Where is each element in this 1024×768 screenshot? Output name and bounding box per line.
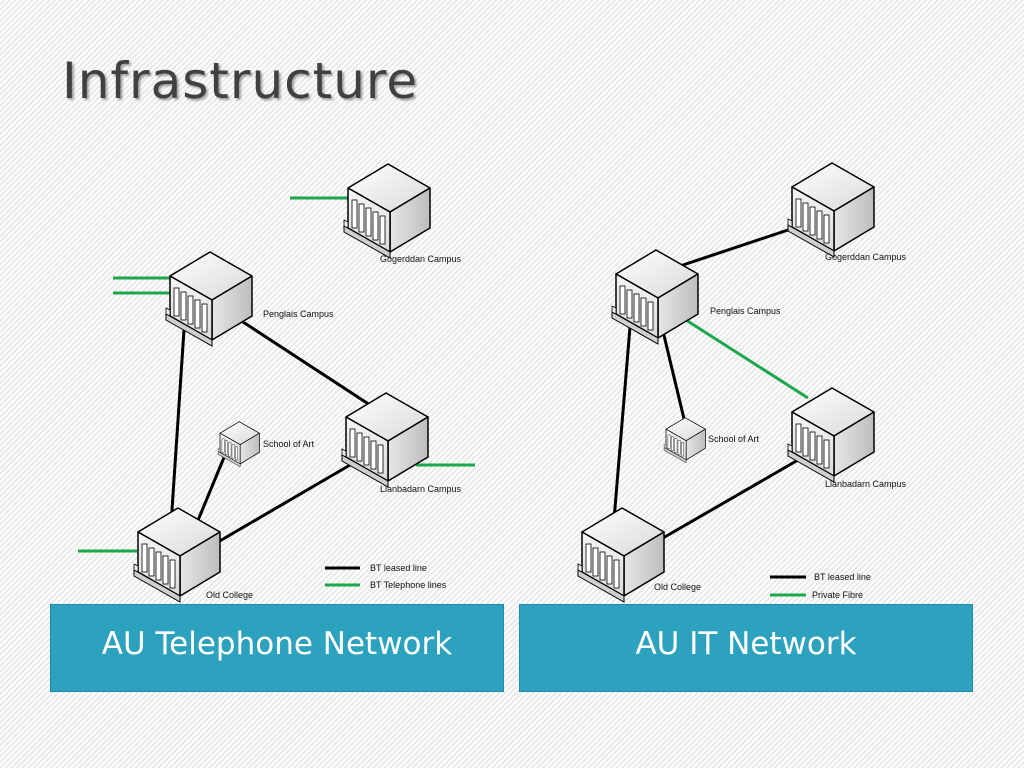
it-legend: BT leased line Private Fibre [770, 572, 871, 600]
link-schoolofart-oldcollege [192, 454, 227, 531]
school-of-art-building-icon [663, 417, 706, 464]
link-penglais-schoolofart [660, 326, 687, 424]
telephone-legend: BT leased line BT Telephone lines [325, 563, 447, 590]
link-penglais-gogerddan [679, 224, 801, 268]
label-llanbadarn: Llanbadarn Campus [380, 484, 462, 494]
it-network-diagram: Gogerddan Campus Penglais Campus School … [577, 162, 907, 603]
legend-telephone-label: BT Telephone lines [370, 580, 447, 590]
telephone-network-banner: AU Telephone Network [50, 604, 504, 692]
gogerddan-building-icon [343, 163, 431, 259]
telephone-network-diagram: Gogerddan Campus Penglais Campus School … [78, 163, 475, 603]
it-network-caption: AU IT Network [635, 626, 857, 662]
slide-title: Infrastructure [62, 52, 419, 110]
label-llanbadarn: Llanbadarn Campus [825, 479, 907, 489]
link-penglais-llanbadarn [239, 318, 371, 407]
legend-leased-label: BT leased line [370, 563, 427, 573]
link-penglais-oldcollege [169, 329, 186, 526]
penglais-building-icon [165, 251, 253, 347]
llanbadarn-building-icon [341, 392, 429, 488]
legend-fibre-label: Private Fibre [812, 590, 863, 600]
label-penglais: Penglais Campus [710, 306, 781, 316]
telephone-links [78, 196, 475, 553]
link-penglais-oldcollege [612, 326, 632, 521]
link-llanbadarn-oldcollege [662, 458, 799, 540]
label-old-college: Old College [654, 582, 701, 592]
label-school-of-art: School of Art [263, 439, 315, 449]
link-llanbadarn-oldcollege [217, 463, 351, 544]
it-network-banner: AU IT Network [519, 604, 973, 692]
it-links [612, 224, 809, 540]
label-gogerddan: Gogerddan Campus [825, 252, 907, 262]
old-college-building-icon [577, 507, 665, 603]
label-gogerddan: Gogerddan Campus [380, 254, 462, 264]
llanbadarn-building-icon [787, 387, 875, 483]
gogerddan-building-icon [787, 162, 875, 258]
label-school-of-art: School of Art [708, 434, 760, 444]
legend-leased-label: BT leased line [814, 572, 871, 582]
telephone-network-caption: AU Telephone Network [101, 626, 453, 662]
fibre-penglais-llanbadarn [685, 318, 809, 400]
label-old-college: Old College [206, 590, 253, 600]
old-college-building-icon [133, 507, 221, 603]
label-penglais: Penglais Campus [263, 309, 334, 319]
